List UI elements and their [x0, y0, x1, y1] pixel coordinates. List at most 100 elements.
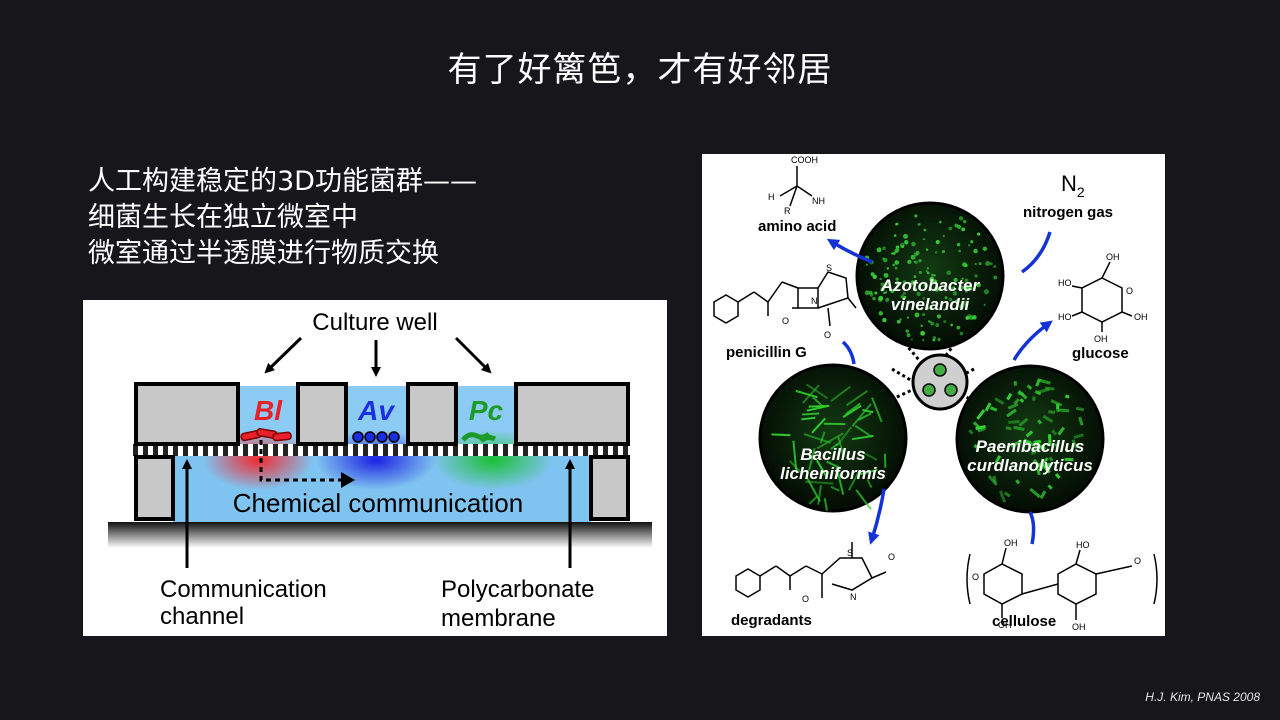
- svg-text:N: N: [850, 592, 857, 602]
- cell-dot: [906, 333, 911, 338]
- cell-rod: [1039, 490, 1047, 500]
- cell-dot: [885, 297, 890, 302]
- cell-rod: [1017, 391, 1024, 396]
- channel-label-2: channel: [160, 603, 244, 630]
- penicillin-label: penicillin G: [726, 344, 807, 361]
- dish-paenibacillus: Paenibacillus curdlanolyticus: [955, 364, 1105, 514]
- svg-text:OH: OH: [1106, 252, 1120, 262]
- cell-rod: [1007, 403, 1019, 410]
- cell-rod: [842, 404, 862, 418]
- svg-text:HO: HO: [1058, 278, 1072, 288]
- cell-dot: [876, 247, 882, 253]
- cell-rod: [1040, 462, 1051, 474]
- glucose-structure: [1071, 261, 1133, 332]
- cell-dot: [920, 330, 926, 336]
- cell-rod: [771, 433, 791, 437]
- cell-dot: [952, 291, 958, 296]
- cell-dot: [918, 258, 922, 263]
- cell-dot: [958, 216, 964, 221]
- cell-dot: [974, 263, 977, 266]
- cell-rod: [1025, 430, 1034, 438]
- cell-dot: [958, 249, 961, 253]
- cell-dot: [884, 291, 888, 294]
- cell-dot: [899, 242, 905, 248]
- cell-rod: [830, 385, 851, 402]
- cell-dot: [946, 270, 952, 276]
- cell-dot: [976, 282, 981, 288]
- cell-rod: [851, 434, 874, 441]
- cellulose-structure: [966, 547, 1158, 620]
- cell-rod: [1008, 419, 1020, 425]
- cell-rod: [1023, 440, 1031, 444]
- dish-azotobacter: Azotobacter vinelandii: [855, 201, 1005, 351]
- cell-rod: [830, 442, 840, 450]
- cell-rod: [817, 485, 822, 505]
- cell-dot: [932, 336, 937, 340]
- svg-text:S: S: [826, 263, 832, 273]
- cell-dot: [893, 234, 897, 237]
- cell-rod: [808, 495, 818, 505]
- cell-rod: [977, 426, 986, 433]
- n2-label: N2: [1061, 171, 1085, 200]
- cell-rod: [1019, 398, 1025, 403]
- cell-rod: [819, 431, 826, 444]
- cell-dot: [989, 262, 993, 265]
- cell-dot: [879, 277, 882, 281]
- cell-dot: [902, 291, 906, 296]
- cellulose-label: cellulose: [992, 613, 1056, 630]
- cell-rod: [1055, 407, 1060, 413]
- cell-dot: [906, 316, 909, 319]
- cell-rod: [854, 425, 873, 438]
- cell-rod: [860, 468, 878, 476]
- cell-dot: [978, 262, 982, 266]
- cell-dot: [896, 319, 901, 324]
- cell-rod: [792, 440, 798, 471]
- cell-rod: [1054, 443, 1060, 448]
- pc-bacteria: [461, 432, 497, 443]
- cell-rod: [1034, 390, 1042, 396]
- cell-dot: [900, 294, 905, 299]
- cell-rod: [811, 417, 827, 434]
- cell-dot: [865, 263, 869, 266]
- cell-rod: [994, 397, 1005, 405]
- cell-rod: [994, 455, 1002, 464]
- cell-rod: [1006, 408, 1017, 418]
- cell-dot: [968, 244, 971, 247]
- amino-acid-structure: [779, 166, 813, 207]
- cell-dot: [864, 290, 870, 296]
- svg-text:O: O: [1126, 286, 1133, 296]
- cell-rod: [805, 480, 834, 485]
- cell-rod: [998, 490, 1007, 503]
- cell-dot: [916, 291, 921, 297]
- cell-dot: [903, 233, 908, 239]
- cell-dot: [943, 308, 946, 311]
- cell-dot: [905, 329, 909, 333]
- svg-text:S: S: [847, 548, 853, 558]
- bullet-list: 人工构建稳定的3D功能菌群—— 细菌生长在独立微室中 微室通过半透膜进行物质交换: [88, 164, 477, 272]
- cell-dot: [965, 286, 969, 290]
- species-label-pc: Pc: [469, 395, 504, 426]
- svg-text:OH: OH: [1134, 312, 1148, 322]
- cell-rod: [830, 485, 840, 492]
- arrow: [454, 336, 492, 374]
- chemical-label: Chemical communication: [233, 488, 523, 518]
- cell-rod: [1033, 440, 1042, 444]
- cell-dot: [985, 260, 991, 266]
- arrow: [264, 336, 303, 374]
- cell-rod: [1006, 392, 1013, 401]
- base-plate: [108, 522, 652, 548]
- block: [406, 382, 458, 446]
- cell-dot: [959, 285, 964, 290]
- cell-dot: [959, 331, 964, 336]
- cell-dot: [883, 257, 888, 263]
- cell-rod: [1015, 479, 1021, 485]
- cell-dot: [892, 252, 896, 255]
- cell-dot: [993, 265, 997, 269]
- cell-dot: [910, 280, 916, 286]
- bac-label-1: Bacillus: [800, 445, 865, 464]
- cell-rod: [1048, 434, 1052, 447]
- cell-dot: [973, 248, 978, 254]
- cell-dot: [922, 297, 925, 300]
- bullet-2: 细菌生长在独立微室中: [88, 202, 358, 233]
- cell-rod: [1073, 433, 1084, 439]
